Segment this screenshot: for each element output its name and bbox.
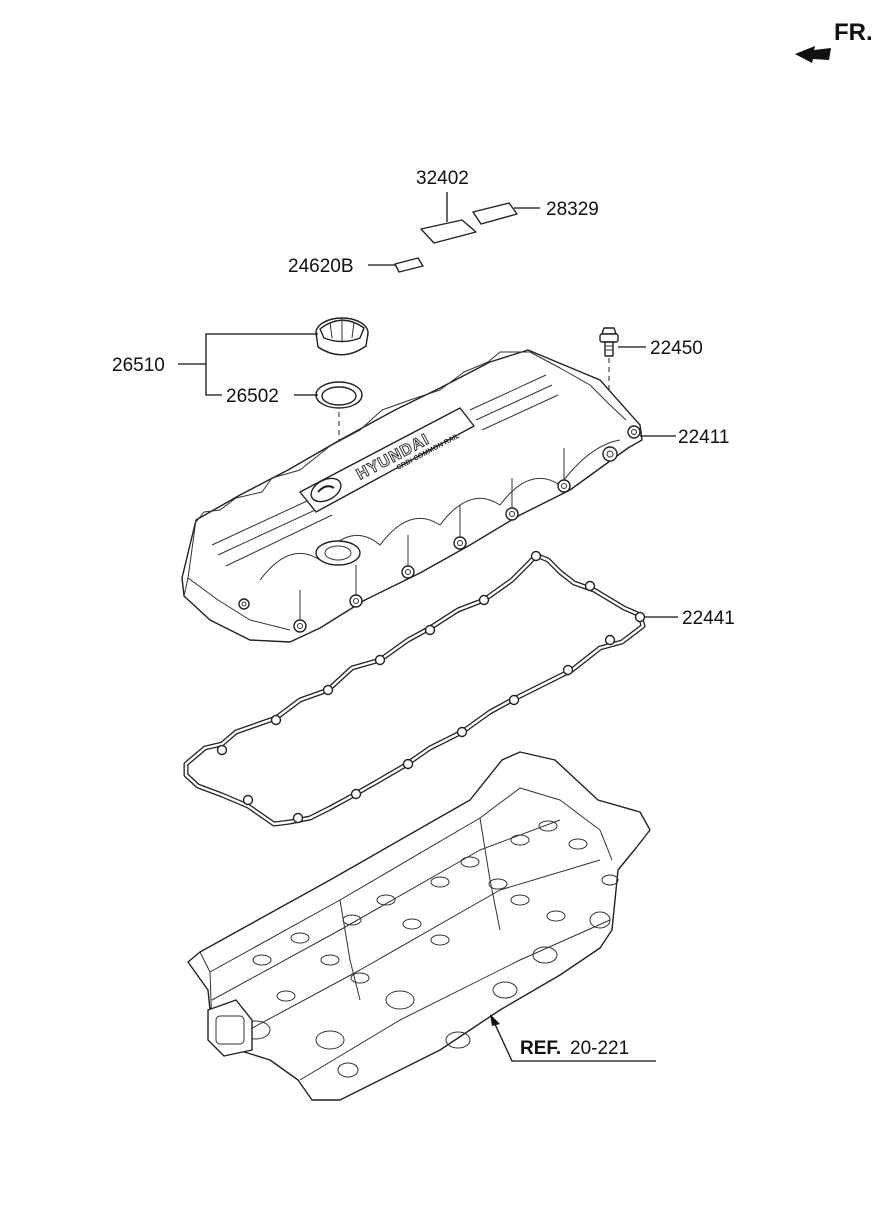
cylinder-head bbox=[187, 751, 651, 1101]
part-label-26502: 26502 bbox=[226, 386, 279, 407]
oil-filler-cap bbox=[315, 317, 369, 356]
filler-cap-gasket bbox=[315, 381, 363, 409]
part-label-24620B: 24620B bbox=[288, 256, 354, 277]
label-32402-shape bbox=[420, 219, 477, 244]
part-label-26510: 26510 bbox=[112, 355, 165, 376]
cover-bolt bbox=[599, 327, 619, 357]
label-24620B-shape bbox=[394, 257, 424, 273]
front-label: FR. bbox=[834, 19, 873, 46]
part-label-22450: 22450 bbox=[650, 338, 703, 359]
leader-lines bbox=[178, 192, 678, 1062]
rocker-cover: HYUNDAI CRDi COMMON RAIL bbox=[181, 349, 643, 643]
part-label-32402: 32402 bbox=[416, 168, 469, 189]
label-28329-shape bbox=[472, 202, 518, 225]
front-direction-indicator: FR. bbox=[795, 19, 873, 63]
reference-number: 20-221 bbox=[570, 1038, 629, 1059]
part-label-28329: 28329 bbox=[546, 199, 599, 220]
front-arrow-icon bbox=[795, 46, 831, 63]
part-label-22441: 22441 bbox=[682, 608, 735, 629]
reference-prefix: REF. bbox=[520, 1038, 561, 1059]
rocker-cover-gasket bbox=[183, 550, 646, 827]
part-label-22411: 22411 bbox=[678, 427, 729, 448]
